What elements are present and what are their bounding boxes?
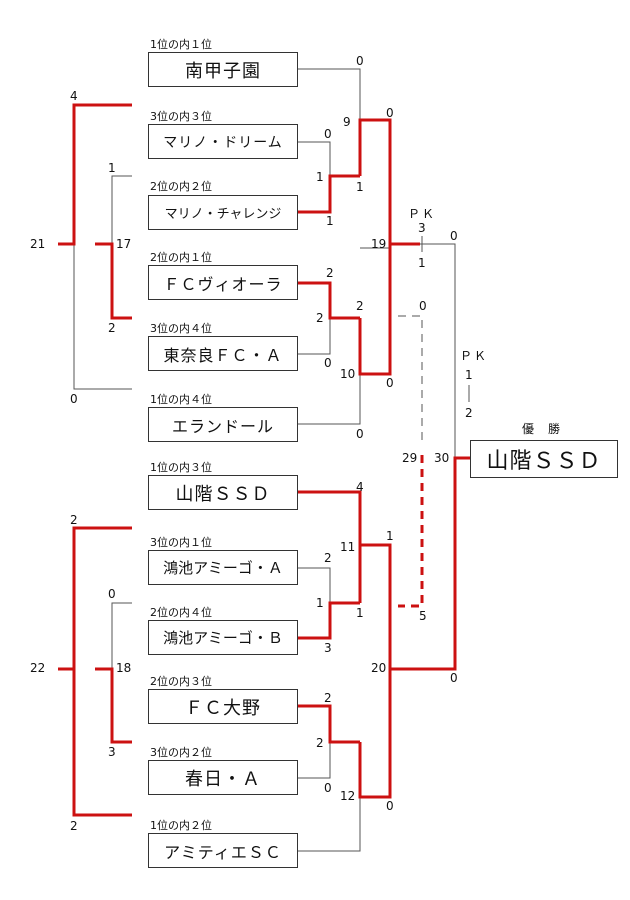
pk-label: ＰＫ: [408, 207, 437, 221]
match-number: 29: [402, 451, 418, 465]
seed-label: 2位の内２位: [150, 180, 212, 193]
pk-score: 3: [418, 221, 426, 235]
team-box[interactable]: 春日・Ａ: [148, 760, 298, 795]
team-box[interactable]: 鴻池アミーゴ・Ａ: [148, 550, 298, 585]
team-box[interactable]: 東奈良ＦＣ・Ａ: [148, 336, 298, 371]
team-box[interactable]: 山階ＳＳＤ: [148, 475, 298, 510]
score: 2: [324, 551, 332, 565]
team-box[interactable]: 鴻池アミーゴ・Ｂ: [148, 620, 298, 655]
seed-label: 3位の内２位: [150, 746, 212, 759]
match-number: 21: [30, 237, 46, 251]
pk-score: 2: [465, 406, 473, 420]
score: 2: [324, 691, 332, 705]
seed-label: 3位の内４位: [150, 322, 212, 335]
seed-label: 1位の内４位: [150, 393, 212, 406]
third-place-path: [398, 315, 424, 608]
score: 2: [326, 266, 334, 280]
score: 2: [316, 311, 324, 325]
score: 1: [316, 170, 324, 184]
score: 0: [450, 671, 458, 685]
match-number: 12: [340, 789, 356, 803]
team-box[interactable]: ＦＣヴィオーラ: [148, 265, 298, 300]
score: 1: [326, 214, 334, 228]
score: 0: [419, 299, 427, 313]
score: 0: [70, 392, 78, 406]
match-number: 11: [340, 540, 356, 554]
score: 0: [108, 587, 116, 601]
match-number: 19: [371, 237, 387, 251]
score: 4: [70, 89, 78, 103]
seed-label: 1位の内３位: [150, 461, 212, 474]
score: 0: [324, 127, 332, 141]
seed-label: 2位の内４位: [150, 606, 212, 619]
match-number: 22: [30, 661, 46, 675]
seed-label: 3位の内１位: [150, 536, 212, 549]
score: 1: [356, 180, 364, 194]
score: 0: [450, 229, 458, 243]
score: 1: [386, 529, 394, 543]
score: 2: [70, 513, 78, 527]
score: 3: [324, 641, 332, 655]
score: 2: [356, 299, 364, 313]
score: 0: [324, 781, 332, 795]
match-number: 30: [434, 451, 450, 465]
team-box[interactable]: マリノ・ドリーム: [148, 124, 298, 159]
team-box[interactable]: 南甲子園: [148, 52, 298, 87]
score: 3: [108, 745, 116, 759]
team-box[interactable]: エランドール: [148, 407, 298, 442]
seed-label: 2位の内１位: [150, 251, 212, 264]
seed-label: 3位の内３位: [150, 110, 212, 123]
match-number: 18: [116, 661, 132, 675]
seed-label: 1位の内１位: [150, 38, 212, 51]
team-box[interactable]: マリノ・チャレンジ: [148, 195, 298, 230]
pk-score: 1: [465, 368, 473, 382]
score: 1: [356, 606, 364, 620]
match-number: 17: [116, 237, 132, 251]
seed-label: 1位の内２位: [150, 819, 212, 832]
score: 0: [386, 799, 394, 813]
pk-dividers: [421, 236, 470, 402]
score: 2: [70, 819, 78, 833]
match-number: 9: [343, 115, 351, 129]
team-box[interactable]: ＦＣ大野: [148, 689, 298, 724]
score: 2: [108, 321, 116, 335]
team-box[interactable]: アミティエＳＣ: [148, 833, 298, 868]
loser-paths: [73, 68, 456, 852]
pk-label: ＰＫ: [460, 349, 489, 363]
score: 1: [108, 161, 116, 175]
score: 0: [356, 427, 364, 441]
score: 0: [386, 376, 394, 390]
match-number: 20: [371, 661, 387, 675]
score: 2: [316, 736, 324, 750]
score: 0: [356, 54, 364, 68]
score: 0: [386, 106, 394, 120]
score: 1: [316, 596, 324, 610]
seed-label: 2位の内３位: [150, 675, 212, 688]
score: 4: [356, 480, 364, 494]
winner-paths: [58, 103, 470, 817]
score: 5: [419, 609, 427, 623]
pk-score: 1: [418, 256, 426, 270]
score: 0: [324, 356, 332, 370]
champion-box[interactable]: 山階ＳＳＤ: [470, 440, 618, 478]
match-number: 10: [340, 367, 356, 381]
champion-label: 優勝: [522, 422, 575, 436]
